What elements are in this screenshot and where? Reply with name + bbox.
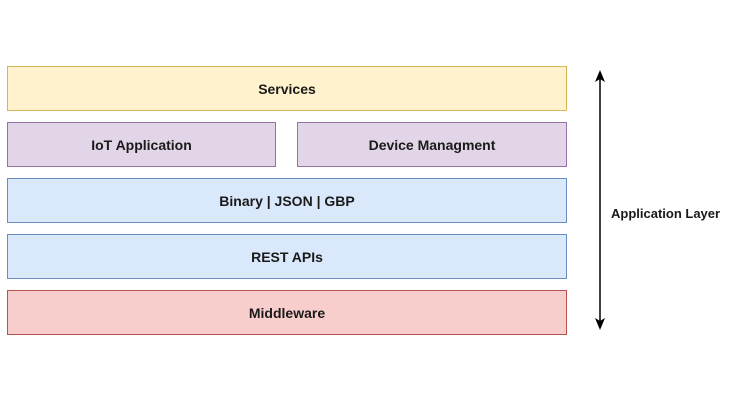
double-headed-vertical-arrow-icon <box>595 70 605 330</box>
iot-application-layer: IoT Application <box>7 122 276 167</box>
device-management-layer-label: Device Managment <box>368 136 496 153</box>
rest-apis-layer-label: REST APIs <box>251 248 323 265</box>
services-layer-label: Services <box>258 80 316 97</box>
device-management-layer: Device Managment <box>297 122 567 167</box>
arrow-head-up <box>595 70 605 82</box>
rest-apis-layer: REST APIs <box>7 234 567 279</box>
binary-json-gbp-layer-label: Binary | JSON | GBP <box>219 192 355 209</box>
iot-application-layer-label: IoT Application <box>91 136 192 153</box>
binary-json-gbp-layer: Binary | JSON | GBP <box>7 178 567 223</box>
middleware-layer-label: Middleware <box>248 304 326 321</box>
services-layer: Services <box>7 66 567 111</box>
application-layer-label: Application Layer <box>611 206 721 221</box>
arrow-head-down <box>595 318 605 330</box>
middleware-layer: Middleware <box>7 290 567 335</box>
